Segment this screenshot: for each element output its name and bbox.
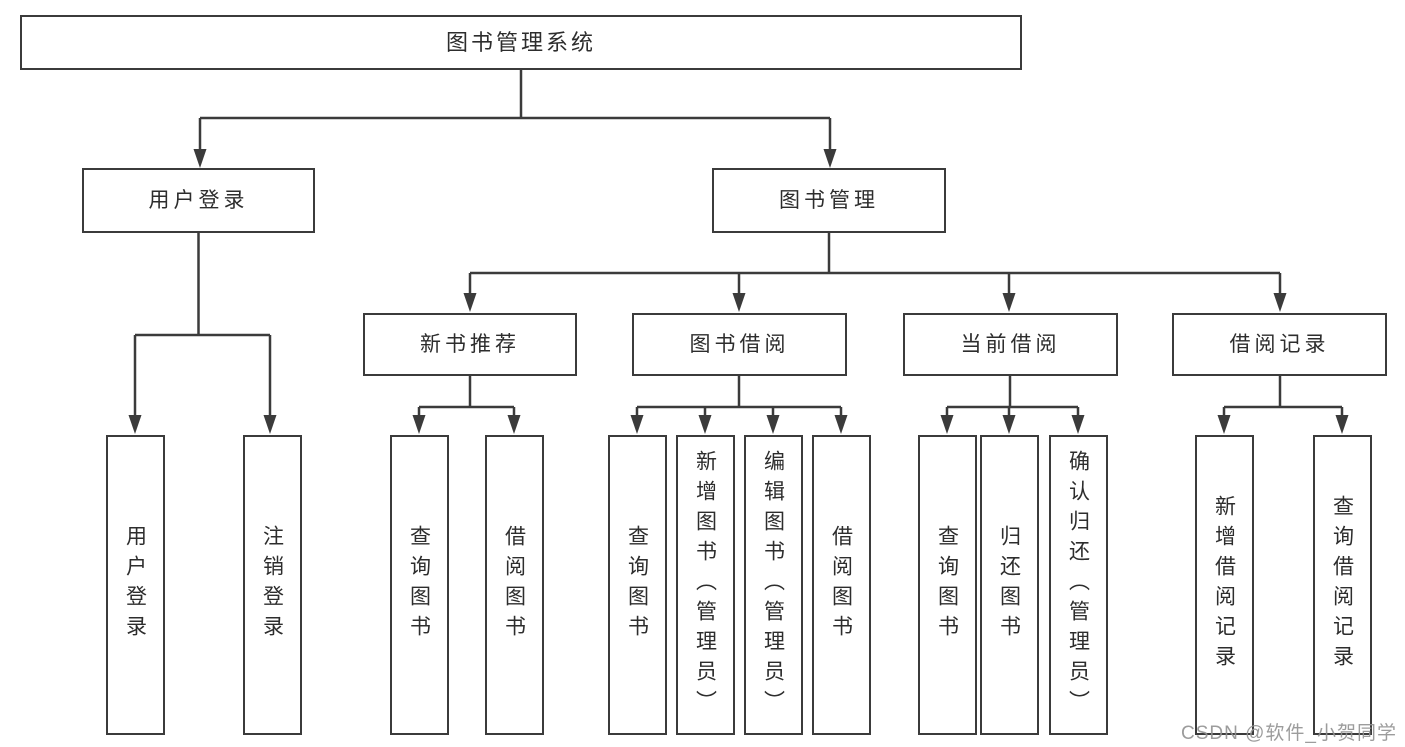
leaf-label: 新增借阅记录 (1212, 495, 1236, 675)
leaf-logout: 注销登录 (242, 435, 302, 735)
node-user-login: 用户登录 (82, 168, 315, 233)
node-new-book-recommendation: 新书推荐 (363, 313, 577, 376)
node-library-management-system: 图书管理系统 (20, 15, 1022, 70)
leaf-label: 归还图书 (997, 525, 1021, 645)
leaf-label: 编辑图书（管理员） (761, 450, 785, 720)
node-label: 新书推荐 (420, 333, 520, 356)
leaf-label: 确认归还（管理员） (1066, 450, 1090, 720)
leaf-edit-books-admin: 编辑图书（管理员） (743, 435, 803, 735)
leaf-query-books-current: 查询图书 (917, 435, 977, 735)
leaf-return-books: 归还图书 (979, 435, 1039, 735)
node-book-borrowing: 图书借阅 (632, 313, 847, 376)
leaf-user-login: 用户登录 (105, 435, 165, 735)
node-label: 图书管理系统 (445, 29, 596, 55)
leaf-label: 查询图书 (407, 525, 431, 645)
leaf-add-books-admin: 新增图书（管理员） (675, 435, 735, 735)
node-label: 图书管理 (779, 189, 879, 212)
leaf-borrow-books: 借阅图书 (811, 435, 871, 735)
node-label: 借阅记录 (1229, 333, 1330, 356)
node-label: 用户登录 (148, 189, 249, 212)
node-label: 图书借阅 (689, 333, 790, 356)
leaf-label: 查询借阅记录 (1330, 495, 1354, 675)
leaf-label: 查询图书 (935, 525, 959, 645)
leaf-query-books-borrow: 查询图书 (607, 435, 667, 735)
node-book-management: 图书管理 (712, 168, 946, 233)
leaf-query-books-recommend: 查询图书 (389, 435, 449, 735)
leaf-confirm-return-admin: 确认归还（管理员） (1048, 435, 1108, 735)
leaf-label: 注销登录 (260, 525, 284, 645)
leaf-label: 查询图书 (625, 525, 649, 645)
leaf-label: 新增图书（管理员） (693, 450, 717, 720)
leaf-label: 借阅图书 (829, 525, 853, 645)
node-borrowing-records: 借阅记录 (1172, 313, 1387, 376)
leaf-label: 用户登录 (123, 525, 147, 645)
leaf-query-borrow-record: 查询借阅记录 (1312, 435, 1372, 735)
leaf-borrow-books-recommend: 借阅图书 (484, 435, 544, 735)
node-label: 当前借阅 (960, 333, 1061, 356)
leaf-label: 借阅图书 (502, 525, 526, 645)
leaf-add-borrow-record: 新增借阅记录 (1194, 435, 1254, 735)
node-current-borrowing: 当前借阅 (903, 313, 1118, 376)
watermark: CSDN @软件_小贺同学 (1181, 723, 1397, 744)
